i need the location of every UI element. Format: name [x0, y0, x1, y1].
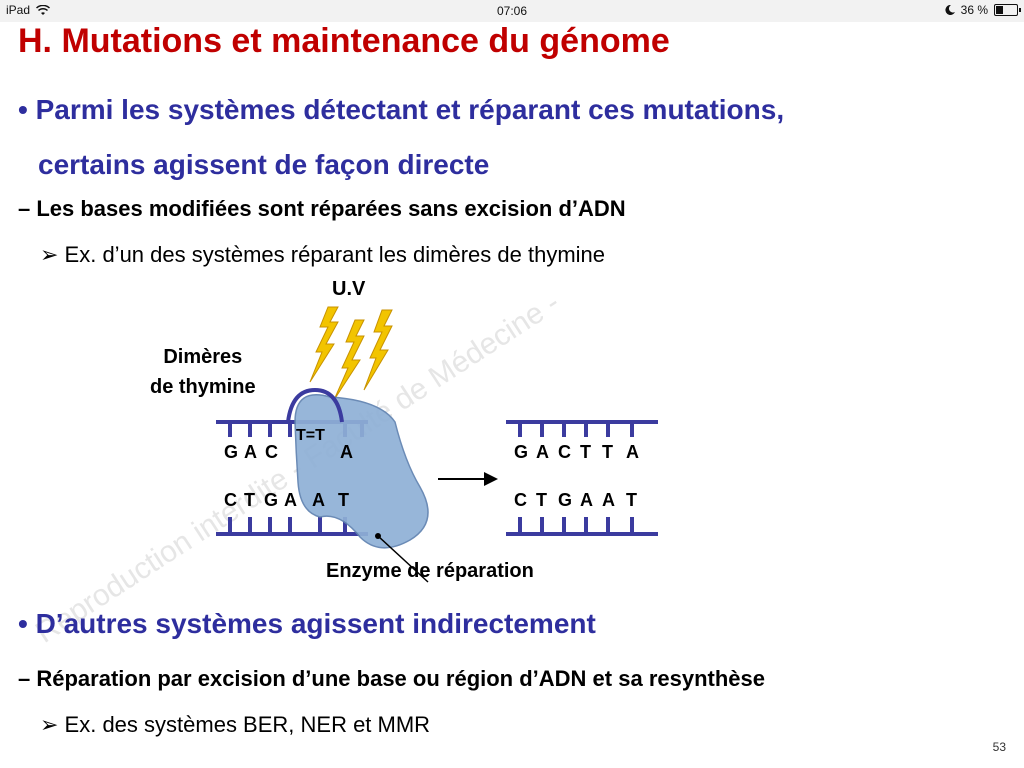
bullet-line-2: certains agissent de façon directe	[38, 149, 490, 180]
base: A	[536, 442, 549, 462]
dimer-label: Dimères de thymine	[150, 342, 256, 402]
status-bar: iPad 07:06 36 %	[0, 0, 1024, 22]
slide: Reproduction interdite - Faculté de Méde…	[10, 22, 1016, 762]
dimer-label-line1: Dimères	[163, 346, 243, 368]
base: C	[514, 490, 527, 510]
right-dna	[506, 420, 658, 536]
base: A	[244, 442, 257, 462]
transformation-arrow-icon	[438, 472, 498, 486]
dna-repair-diagram: U.V Dimères de thymine Enzyme de réparat…	[10, 272, 1016, 602]
right-top-bases: G A C T T A	[514, 442, 639, 462]
example-indirect-text: Ex. des systèmes BER, NER et MMR	[64, 712, 431, 737]
base: A	[312, 490, 325, 510]
status-bar-left: iPad	[6, 3, 51, 17]
subpoint-direct: – Les bases modifiées sont réparées sans…	[18, 196, 626, 221]
base: C	[224, 490, 237, 510]
left-bottom-bases: C T G A A T	[224, 490, 349, 510]
slide-title: H. Mutations et maintenance du génome	[18, 22, 670, 60]
base: T	[338, 490, 349, 510]
battery-fill	[996, 6, 1004, 14]
base: T	[244, 490, 255, 510]
left-top-bases: G A C A	[224, 442, 353, 462]
repair-enzyme-shape	[294, 394, 429, 549]
uv-rays-icon	[309, 306, 393, 401]
base: T	[626, 490, 637, 510]
example-indirect: ➢ Ex. des systèmes BER, NER et MMR	[40, 712, 430, 738]
base: G	[224, 442, 238, 462]
dimer-text: T=T	[296, 427, 325, 444]
moon-icon	[945, 5, 955, 15]
arrow-bullet-icon: ➢	[40, 712, 65, 737]
wifi-icon	[36, 4, 51, 15]
battery-icon	[994, 4, 1021, 16]
base: T	[536, 490, 547, 510]
diagram-svg: G A C A T=T C T G A A T	[216, 306, 658, 583]
base: C	[265, 442, 278, 462]
base: G	[264, 490, 278, 510]
example-direct: ➢ Ex. d’un des systèmes réparant les dim…	[40, 242, 605, 268]
battery-percent: 36 %	[960, 3, 988, 17]
dimer-bond	[286, 387, 344, 423]
example-direct-text: Ex. d’un des systèmes réparant les dimèr…	[64, 242, 606, 267]
base: T	[602, 442, 613, 462]
enzyme-label: Enzyme de réparation	[326, 560, 534, 582]
device-name: iPad	[6, 3, 31, 17]
base: A	[284, 490, 297, 510]
bullet-indirect-repair: • D’autres systèmes agissent indirecteme…	[18, 608, 596, 639]
subpoint-indirect: – Réparation par excision d’une base ou …	[18, 666, 765, 691]
base: A	[580, 490, 593, 510]
base: A	[626, 442, 639, 462]
page-number: 53	[992, 740, 1006, 754]
arrow-bullet-icon: ➢	[40, 242, 65, 267]
enzyme-pointer-line	[377, 535, 429, 583]
base: A	[602, 490, 615, 510]
bullet-line-1: • Parmi les systèmes détectant et répara…	[18, 94, 785, 125]
right-bottom-bases: C T G A A T	[514, 490, 637, 510]
enzyme-pointer-dot	[375, 533, 381, 539]
base: A	[340, 442, 353, 462]
uv-label: U.V	[332, 278, 366, 300]
base: C	[558, 442, 571, 462]
status-bar-right: 36 %	[945, 3, 1021, 17]
base: G	[558, 490, 572, 510]
base: G	[514, 442, 528, 462]
clock: 07:06	[496, 4, 528, 18]
bullet-direct-repair: • Parmi les systèmes détectant et répara…	[18, 82, 784, 192]
dimer-label-line2: de thymine	[150, 376, 256, 398]
base: T	[580, 442, 591, 462]
